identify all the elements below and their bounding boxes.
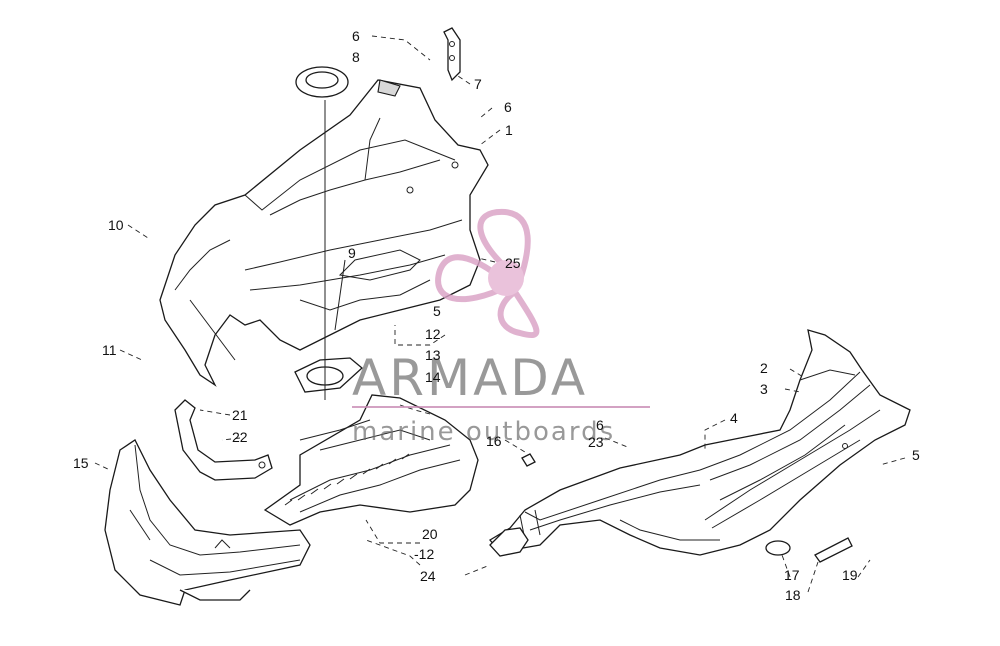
part-bracket-7 xyxy=(443,27,461,82)
callout-20: 20 xyxy=(422,526,438,542)
callout-6: 6 xyxy=(504,99,512,115)
callout-13: 13 xyxy=(425,347,441,363)
callout-24: 24 xyxy=(420,568,436,584)
callout-8: 8 xyxy=(352,49,360,65)
part-grommet xyxy=(295,66,349,98)
callout-5: 5 xyxy=(912,447,920,463)
callout-16: 16 xyxy=(486,433,502,449)
part-hood xyxy=(159,79,489,387)
watermark-logo: ARMADA marine outboards xyxy=(352,208,650,447)
callout-4: 4 xyxy=(730,410,738,426)
callout-9: 9 xyxy=(348,245,356,261)
callout-25: 25 xyxy=(505,255,521,271)
callout-10: 10 xyxy=(108,217,124,233)
callout-11: 11 xyxy=(102,342,117,358)
callout-12: -12 xyxy=(414,546,434,562)
callout-17: 17 xyxy=(784,567,800,583)
part-strip-18 xyxy=(814,537,853,563)
leader-lines xyxy=(94,35,906,593)
callout-21: 21 xyxy=(232,407,248,423)
callout-7: 7 xyxy=(474,76,482,92)
callout-12: 12 xyxy=(425,326,441,342)
part-nose-15 xyxy=(104,439,311,606)
callout-19: 19 xyxy=(842,567,858,583)
callout-15: 15 xyxy=(73,455,89,471)
part-badge-17 xyxy=(765,540,791,556)
watermark-brand: ARMADA xyxy=(352,349,588,407)
callout-6: 6 xyxy=(352,28,360,44)
callout-6: 6 xyxy=(596,417,604,433)
callout-5: 5 xyxy=(433,303,441,319)
part-clip-16 xyxy=(521,453,536,467)
callout-3: 3 xyxy=(760,381,768,397)
part-running-board xyxy=(489,329,911,556)
watermark-tagline: marine outboards xyxy=(352,417,615,447)
part-clamp-22 xyxy=(174,399,273,481)
callout-2: 2 xyxy=(760,360,768,376)
callout-14: 14 xyxy=(425,369,441,385)
part-floorpan-20 xyxy=(263,394,479,526)
propeller-icon xyxy=(435,208,540,339)
callout-22: 22 xyxy=(232,429,248,445)
callout-labels: 6 8 7 6 1 10 9 25 5 12 11 13 14 2 3 21 4… xyxy=(73,28,920,603)
callout-18: 18 xyxy=(785,587,801,603)
callout-1: 1 xyxy=(505,122,513,138)
callout-23: 23 xyxy=(588,434,604,450)
part-mount-24 xyxy=(489,527,529,557)
